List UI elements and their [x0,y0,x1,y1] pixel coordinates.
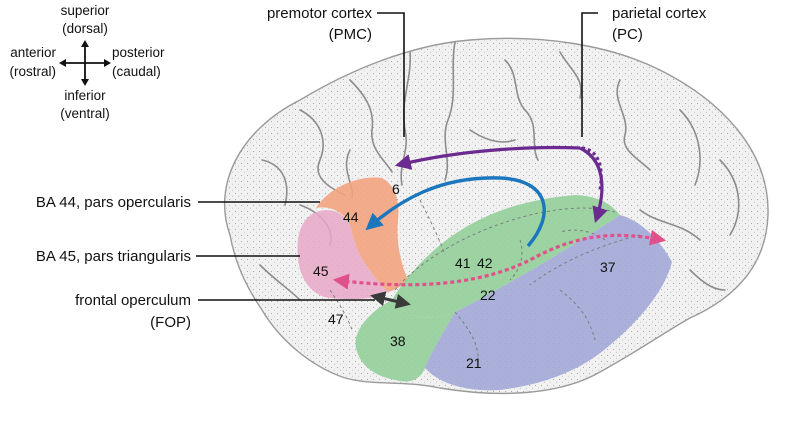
area-label-21: 21 [466,355,482,371]
compass-ventral: (ventral) [60,106,110,121]
compass-superior: superior [61,3,110,18]
compass-inferior: inferior [64,88,106,103]
orientation-compass: superior (dorsal) anterior (rostral) pos… [10,3,166,121]
compass-cross-icon [59,40,111,86]
region-labels: premotor cortex (PMC) parietal cortex (P… [36,5,707,331]
area-label-37: 37 [600,259,616,275]
compass-rostral: (rostral) [10,64,57,79]
compass-dorsal: (dorsal) [62,21,108,36]
dark-arrow [370,291,411,309]
area-label-22: 22 [480,287,496,303]
area-numbers: 6 44 45 47 41 42 22 37 38 21 [313,181,616,371]
area-label-45: 45 [313,263,329,279]
pc-label-line2: (PC) [612,26,643,43]
area-label-6: 6 [392,181,400,197]
leader-lines [196,12,598,301]
area-label-41: 41 [455,255,471,271]
pc-label-line1: parietal cortex [612,5,707,22]
area-label-38: 38 [390,333,406,349]
pmc-label-line1: premotor cortex [267,5,373,22]
pmc-label-line2: (PMC) [329,26,372,43]
purple-arrow-to-pmc [394,145,581,170]
area-38 [355,300,455,382]
compass-caudal: (caudal) [112,64,161,79]
area-label-47: 47 [328,311,344,327]
pink-arrow [332,229,667,290]
area-label-44: 44 [343,209,359,225]
fop-label-line2: (FOP) [150,314,191,331]
blue-arrow [365,176,546,248]
ba45-label: BA 45, pars triangularis [36,248,191,265]
connection-arrows [332,145,667,309]
area-label-42: 42 [477,255,493,271]
fop-label-line1: frontal operculum [75,292,191,309]
compass-anterior: anterior [10,45,56,60]
ba44-label: BA 44, pars opercularis [36,194,191,211]
compass-posterior: posterior [112,45,165,60]
